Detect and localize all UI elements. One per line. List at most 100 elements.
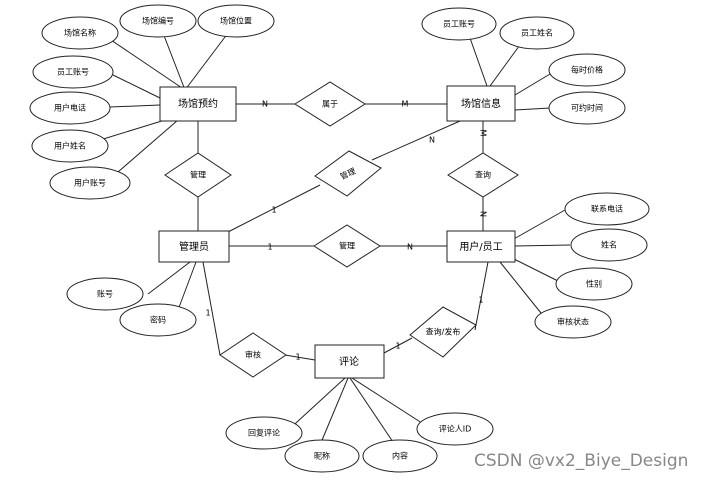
card-user-n-query: N	[479, 211, 488, 217]
attr-contact-phone: 联系电话	[564, 192, 650, 226]
edge-booking-staff-acct	[112, 74, 161, 99]
relationship-query-publish: 查询/发布	[409, 306, 477, 358]
relationship-manage-diag: 管理	[314, 150, 382, 197]
entity-venue-info: 场馆信息	[446, 85, 516, 122]
edge-booking-venue-no	[162, 32, 186, 91]
svg-text:场馆信息: 场馆信息	[461, 97, 501, 110]
attr-venue-staff-account: 员工账号	[421, 7, 497, 41]
card-user-1-querypub: 1	[478, 296, 483, 305]
svg-text:用户账号: 用户账号	[74, 178, 106, 188]
attr-hourly-price: 每时价格	[548, 53, 626, 87]
attr-admin-password: 密码	[119, 303, 197, 337]
attr-venue-name: 场馆名称	[41, 16, 119, 50]
svg-text:用户电话: 用户电话	[54, 103, 86, 113]
entities: 场馆预约 场馆信息 管理员 用户/员工 评论	[158, 85, 516, 379]
attr-user-phone: 用户电话	[29, 91, 111, 125]
edge-venue-staff-acct	[469, 37, 488, 87]
svg-text:审核: 审核	[245, 350, 261, 360]
attr-admin-account: 账号	[66, 277, 144, 311]
svg-text:内容: 内容	[392, 451, 408, 461]
card-venue-n-diag: N	[429, 136, 435, 145]
attr-name: 姓名	[570, 228, 648, 262]
edge-booking-venue-name	[107, 37, 186, 91]
svg-text:用户姓名: 用户姓名	[54, 141, 86, 151]
svg-text:联系电话: 联系电话	[591, 204, 623, 214]
attr-available-time: 可约时间	[548, 91, 626, 125]
attr-venue-no: 场馆编号	[119, 4, 197, 38]
attr-review-status: 审核状态	[534, 305, 612, 339]
svg-text:场馆名称: 场馆名称	[64, 28, 96, 38]
attr-gender: 性别	[555, 267, 633, 301]
card-comment-1-querypub: 1	[395, 342, 400, 351]
attr-venue-location: 场馆位置	[197, 4, 275, 38]
relationship-manage-left: 管理	[164, 152, 232, 198]
attr-user-account: 用户账号	[49, 166, 131, 200]
edge-comment-content	[349, 377, 396, 446]
relationship-query: 查询	[447, 152, 519, 198]
edge-user-querypub	[474, 261, 489, 331]
entity-comment: 评论	[314, 344, 385, 379]
attr-nickname: 昵称	[284, 439, 360, 473]
svg-text:管理: 管理	[190, 170, 206, 180]
edge-manage-diag-venue	[371, 120, 461, 161]
svg-text:可约时间: 可约时间	[571, 103, 603, 113]
edge-user-name	[514, 244, 571, 247]
edge-admin-account	[147, 261, 191, 295]
edge-venue-time	[514, 107, 551, 111]
card-admin-1: 1	[267, 243, 272, 252]
attr-user-name: 用户姓名	[31, 129, 109, 163]
edge-comment-nick	[319, 377, 349, 446]
card-user-n: N	[407, 243, 413, 252]
svg-text:评论人ID: 评论人ID	[439, 424, 472, 434]
svg-text:昵称: 昵称	[314, 451, 330, 461]
svg-text:管理: 管理	[339, 241, 355, 251]
edge-user-status	[499, 261, 546, 319]
svg-text:姓名: 姓名	[601, 240, 617, 250]
edge-user-phone	[511, 209, 566, 241]
svg-text:审核状态: 审核状态	[557, 317, 589, 327]
edge-booking-user-phone	[109, 104, 161, 108]
edge-querypub-comment	[383, 337, 413, 354]
svg-text:员工姓名: 员工姓名	[521, 28, 553, 38]
watermark: CSDN @vx2_Biye_Design	[474, 451, 688, 471]
svg-text:用户/员工: 用户/员工	[459, 240, 502, 253]
edge-booking-user-name	[99, 119, 166, 141]
edge-venue-price	[514, 73, 551, 96]
cardinalities: N M N M N 1 1 N 1 1 1 1	[205, 100, 487, 362]
svg-text:回复评论: 回复评论	[248, 428, 280, 438]
relationship-manage-mid: 管理	[313, 224, 381, 268]
card-admin-1-review: 1	[205, 309, 210, 318]
edge-booking-user-acct	[117, 119, 179, 173]
card-comment-1-review: 1	[295, 353, 300, 362]
svg-text:属于: 属于	[322, 100, 338, 109]
svg-text:员工账号: 员工账号	[443, 20, 475, 29]
svg-text:场馆位置: 场馆位置	[220, 16, 252, 26]
relationship-review: 审核	[219, 332, 287, 378]
attr-commenter-id: 评论人ID	[416, 412, 494, 446]
attributes: 场馆名称 场馆编号 场馆位置 员工账号 用户电话 用户姓名 用户账号	[29, 4, 650, 473]
entity-admin: 管理员	[158, 230, 230, 263]
card-booking-n: N	[262, 100, 268, 109]
entity-venue-booking: 场馆预约	[159, 86, 237, 122]
svg-text:场馆预约: 场馆预约	[178, 97, 218, 110]
edge-admin-review	[202, 261, 221, 356]
edge-booking-venue-loc	[184, 32, 229, 91]
relationship-belongs: 属于	[294, 81, 366, 127]
edge-admin-manage-diag	[227, 184, 321, 233]
card-admin-1-diag: 1	[271, 206, 276, 215]
card-venue-m: M	[402, 100, 409, 109]
card-venue-m-query: M	[479, 130, 488, 137]
attr-staff-account: 员工账号	[32, 55, 114, 89]
svg-text:每时价格: 每时价格	[571, 65, 603, 75]
svg-text:评论: 评论	[339, 355, 359, 368]
edge-user-gender	[511, 257, 561, 283]
svg-text:密码: 密码	[150, 315, 166, 325]
attr-venue-staff-name: 员工姓名	[499, 16, 575, 50]
svg-text:管理员: 管理员	[179, 240, 209, 253]
svg-text:场馆编号: 场馆编号	[142, 16, 174, 26]
svg-text:账号: 账号	[97, 290, 113, 299]
edge-comment-commenter	[351, 377, 426, 426]
entity-user-staff: 用户/员工	[446, 230, 516, 263]
svg-text:性别: 性别	[586, 279, 602, 289]
